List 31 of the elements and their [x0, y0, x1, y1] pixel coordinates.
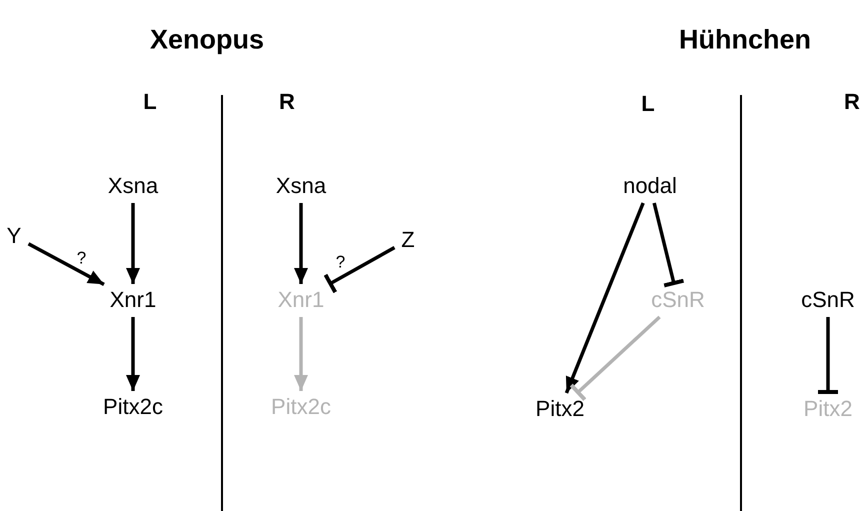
arrow — [28, 242, 105, 286]
inhibition-line — [324, 246, 396, 294]
section-heading: Xenopus — [150, 24, 264, 56]
gene-label: nodal — [621, 174, 679, 198]
gene-label: Xnr1 — [276, 288, 326, 312]
section-heading: Hühnchen — [679, 24, 811, 56]
gene-label: Pitx2 — [802, 396, 854, 422]
arrow — [126, 203, 140, 284]
inhibition-line — [570, 316, 661, 402]
gene-label: Xnr1 — [108, 288, 158, 312]
gene-label: Xsna — [106, 174, 160, 198]
gene-label: Pitx2c — [101, 394, 165, 420]
gene-label: Pitx2c — [269, 394, 333, 420]
side-label: L — [143, 89, 157, 115]
side-label: R — [279, 89, 295, 115]
gene-label: Xsna — [274, 174, 328, 198]
inhibition-line — [652, 202, 684, 288]
gene-label: Pitx2 — [534, 396, 586, 422]
gene-label: Z — [399, 228, 417, 252]
gene-label: cSnR — [649, 288, 707, 312]
side-label: R — [844, 89, 860, 115]
arrow — [294, 203, 308, 284]
edge-label: ? — [336, 254, 346, 270]
arrow — [126, 317, 140, 391]
inhibition-line — [818, 317, 838, 394]
side-label: L — [641, 91, 655, 117]
edge-label: ? — [76, 250, 86, 266]
gene-label: cSnR — [799, 288, 857, 312]
arrow — [294, 317, 308, 391]
gene-label: Y — [4, 224, 24, 248]
arrow — [564, 202, 645, 394]
